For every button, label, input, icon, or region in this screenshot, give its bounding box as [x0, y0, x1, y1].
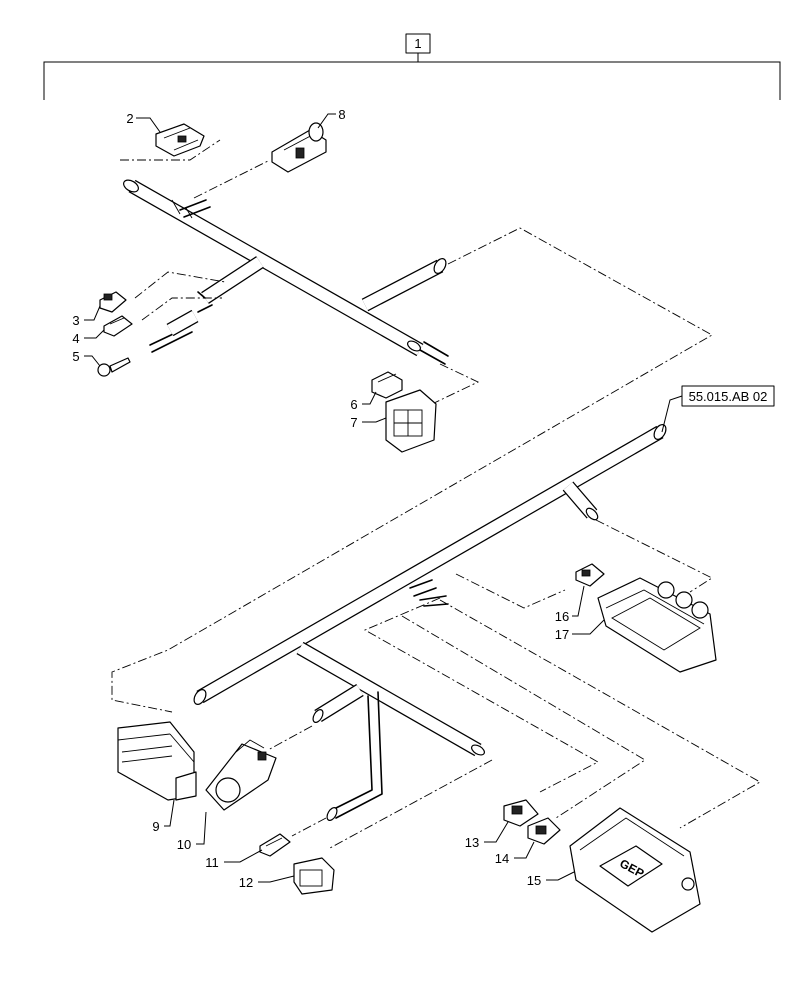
connector-6 — [371, 371, 403, 399]
cross-reference-box: 55.015.AB 02 — [681, 385, 775, 407]
control-unit-15: GEP — [569, 807, 701, 933]
callout-5: 5 — [72, 349, 79, 364]
sensor-10 — [205, 739, 277, 811]
callout-9: 9 — [152, 819, 159, 834]
connector-3 — [99, 291, 127, 313]
item-1-label: 1 — [414, 36, 421, 51]
assembly-bracket: 1 — [43, 33, 781, 100]
callout-labels: 2 3 4 5 6 7 8 9 10 11 12 13 14 15 16 17 — [72, 107, 569, 890]
callout-17: 17 — [555, 627, 569, 642]
lower-harness — [193, 424, 667, 821]
connector-16 — [575, 563, 605, 587]
ring-terminal-5 — [97, 357, 131, 377]
callout-16: 16 — [555, 609, 569, 624]
connector-11 — [259, 833, 291, 857]
connector-14 — [527, 817, 561, 845]
callout-6: 6 — [350, 397, 357, 412]
connector-12 — [293, 857, 335, 895]
callout-3: 3 — [72, 313, 79, 328]
callout-4: 4 — [72, 331, 79, 346]
connector-4 — [103, 315, 133, 337]
callout-13: 13 — [465, 835, 479, 850]
callout-15: 15 — [527, 873, 541, 888]
control-module-9 — [117, 721, 197, 801]
callout-14: 14 — [495, 851, 509, 866]
control-unit-17 — [597, 577, 717, 673]
connector-13 — [503, 799, 539, 827]
connector-8 — [271, 122, 327, 173]
connector-2 — [155, 123, 205, 157]
leaders — [84, 113, 683, 883]
callout-11: 11 — [205, 855, 219, 870]
callout-12: 12 — [239, 875, 253, 890]
connector-7 — [385, 389, 437, 453]
connection-lines — [111, 139, 761, 849]
callout-10: 10 — [177, 837, 191, 852]
callout-8: 8 — [338, 107, 345, 122]
callout-7: 7 — [350, 415, 357, 430]
upper-harness — [123, 179, 449, 365]
callout-2: 2 — [126, 111, 133, 126]
cross-reference-label: 55.015.AB 02 — [689, 389, 768, 404]
